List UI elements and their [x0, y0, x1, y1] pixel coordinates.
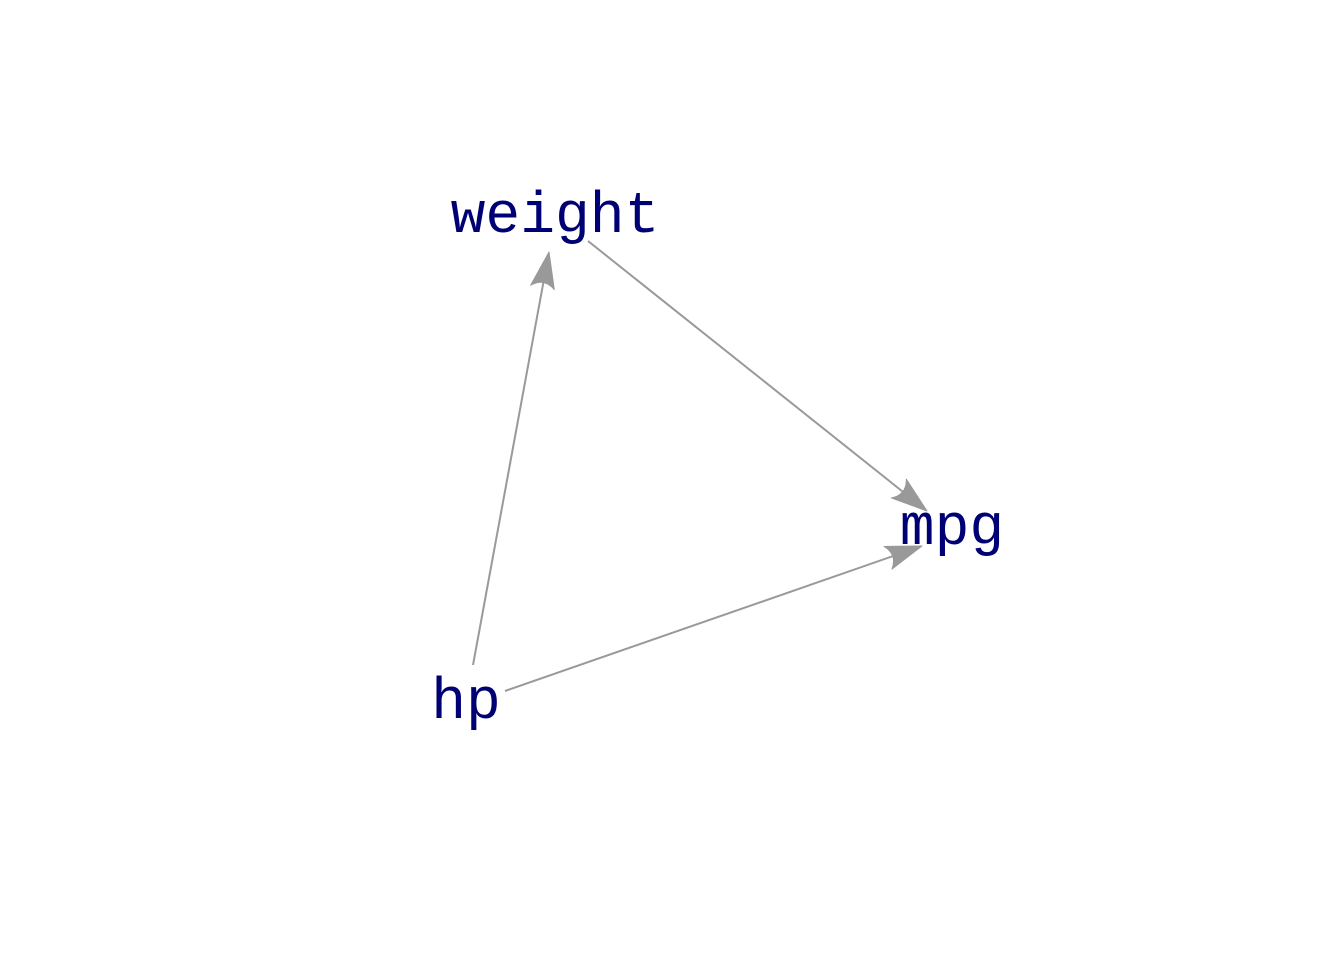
node-mpg: mpg	[900, 497, 1004, 562]
nodes-layer: weight mpg hp	[431, 185, 1004, 736]
edges-layer	[472, 240, 928, 692]
arrowhead-hp-to-mpg	[883, 545, 923, 570]
edge-hp-to-weight	[472, 277, 546, 666]
edge-weight-to-mpg	[587, 240, 908, 496]
arrowhead-hp-to-weight	[530, 251, 555, 291]
node-hp: hp	[431, 671, 501, 736]
arrowhead-weight-to-mpg	[890, 478, 928, 512]
edge-hp-to-mpg	[504, 553, 898, 692]
node-weight: weight	[451, 185, 660, 250]
